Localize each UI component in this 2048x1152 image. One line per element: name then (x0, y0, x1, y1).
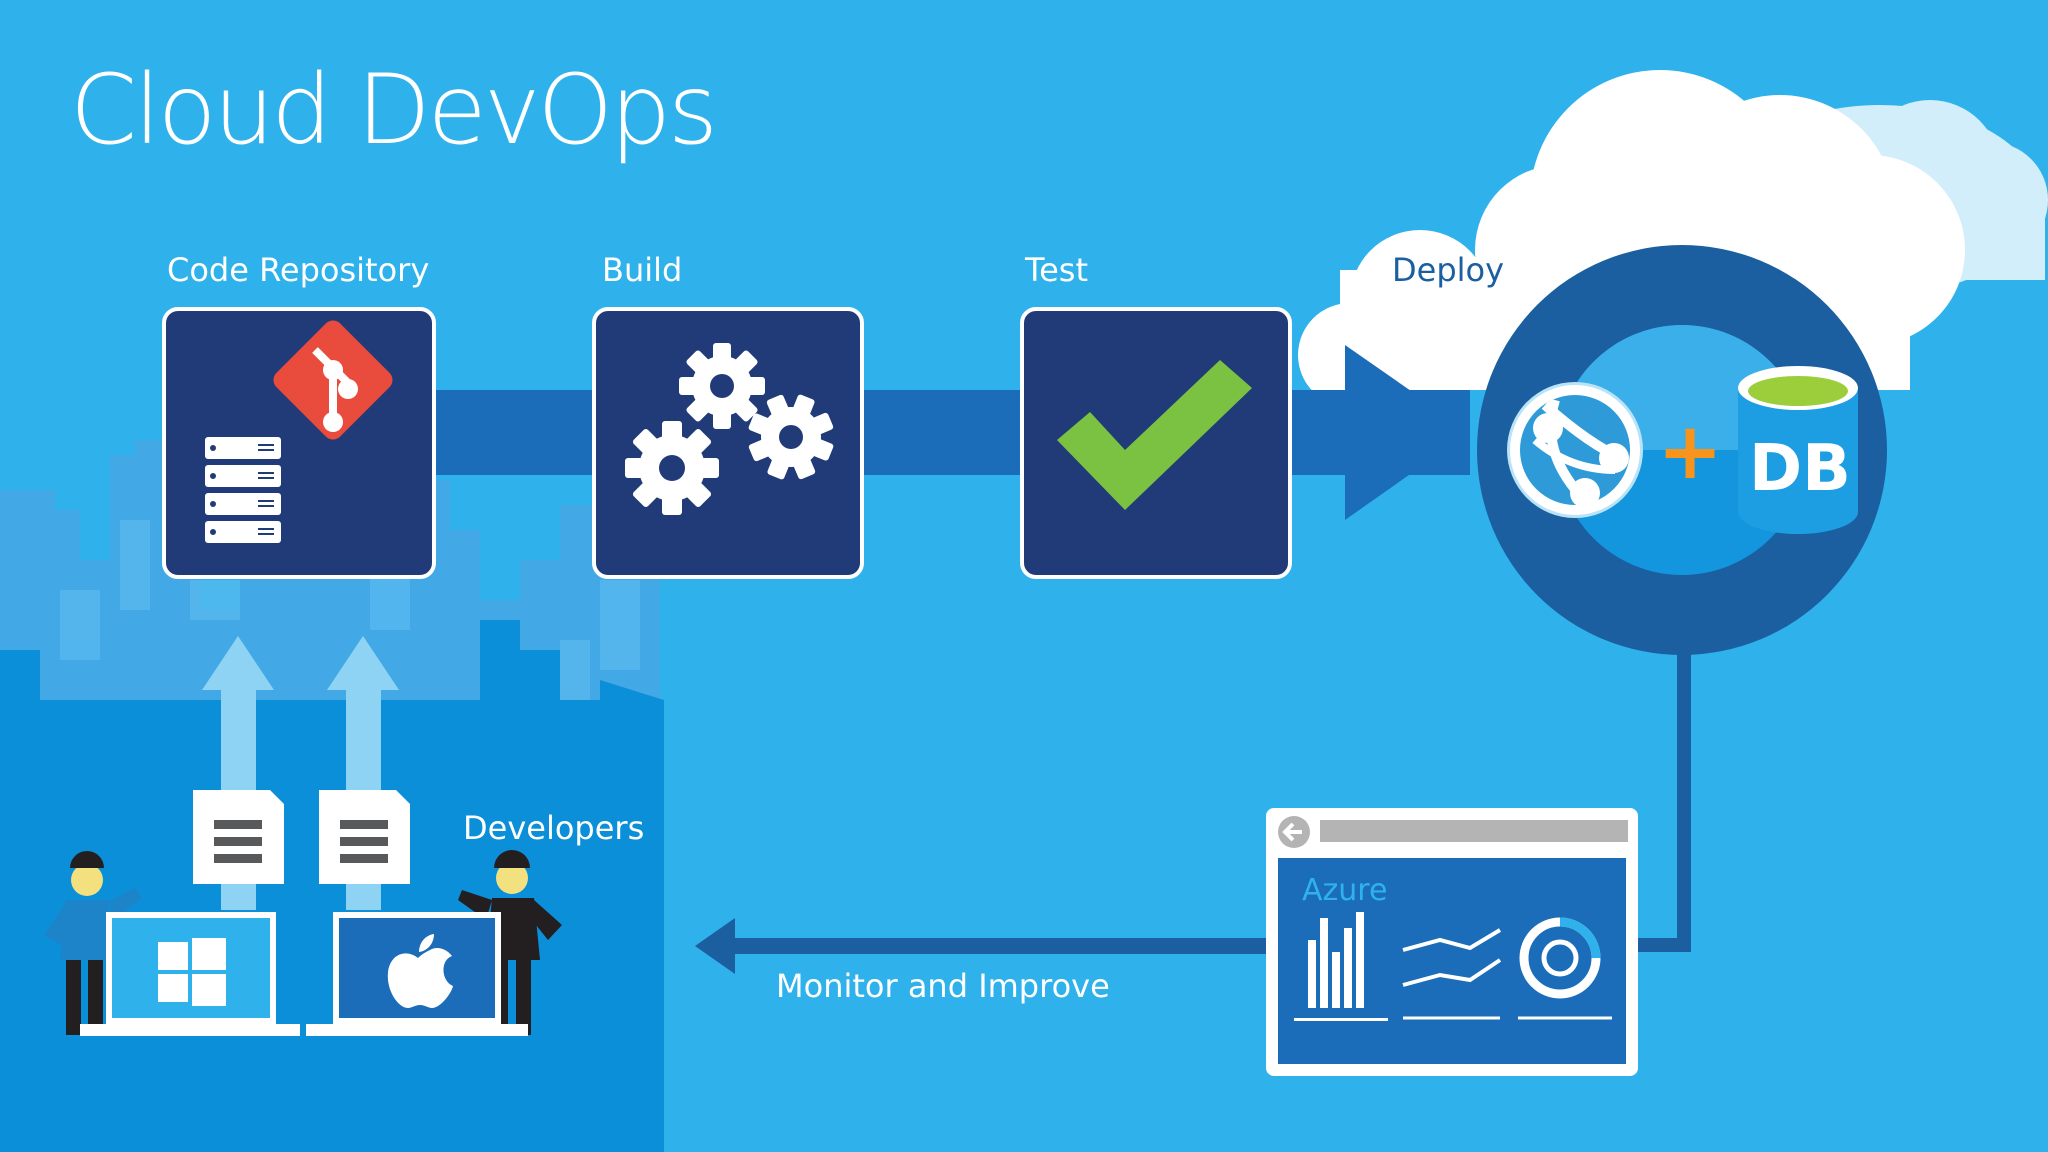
step-label-build: Build (602, 251, 683, 289)
developers-label: Developers (463, 809, 645, 847)
step-label-code-repository: Code Repository (167, 251, 430, 289)
page-title: Cloud DevOps (70, 54, 718, 166)
web-app-icon (1510, 385, 1640, 515)
gears-icon (625, 343, 834, 515)
deploy-circle (1477, 245, 1887, 655)
checkmark-icon (1057, 360, 1252, 510)
document-icons (193, 790, 410, 884)
azure-dashboard (1266, 808, 1638, 1076)
dashboard-title: Azure (1302, 873, 1387, 908)
step-label-test: Test (1025, 251, 1089, 289)
test-tile (1020, 307, 1292, 579)
git-icon (273, 320, 393, 440)
deploy-db-label: DB (1749, 432, 1851, 506)
server-icon (205, 437, 281, 543)
donut-chart-icon (1518, 917, 1612, 1020)
line-chart-icon (1402, 928, 1502, 1020)
deploy-to-monitor-line (1632, 652, 1691, 952)
cloud (1298, 70, 2048, 407)
monitor-label: Monitor and Improve (776, 967, 1110, 1005)
apple-laptop-icon (306, 912, 528, 1036)
build-tile (592, 307, 864, 579)
bar-chart-icon (1294, 912, 1388, 1021)
step-label-deploy: Deploy (1392, 251, 1505, 289)
deploy-plus: + (1657, 407, 1722, 497)
database-icon (1738, 366, 1858, 534)
skyline-windows (60, 520, 640, 700)
windows-laptop-icon (80, 912, 300, 1036)
monitor-arrow (695, 918, 1268, 974)
code-repository-tile (162, 307, 436, 579)
